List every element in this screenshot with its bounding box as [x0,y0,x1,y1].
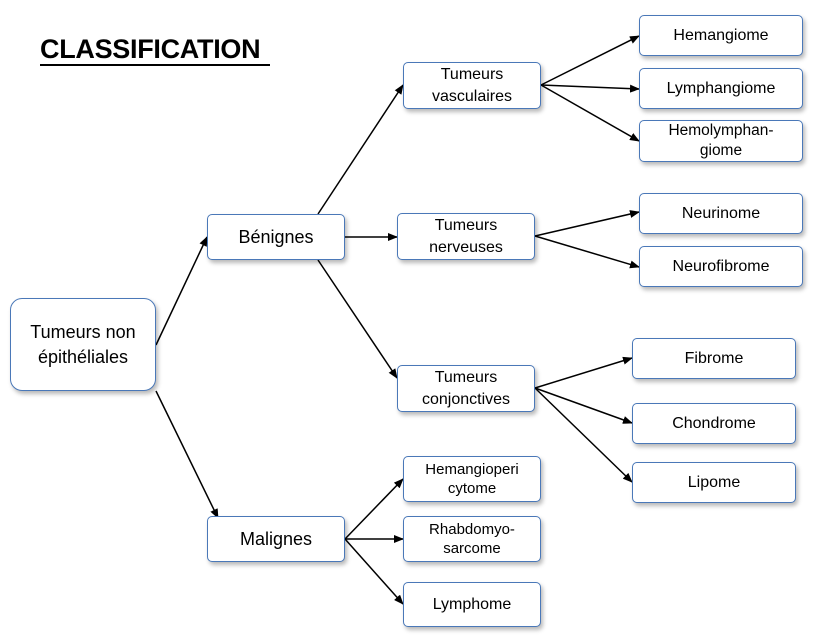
arrow-tumeurs-vasculaires-to-lymphangiome [540,84,640,93]
node-label: Lymphome [432,595,512,613]
node-fibrome: Fibrome [632,338,796,379]
node-label: Hemangioperi cytome [425,461,519,497]
arrow-root-to-benignes [155,236,208,346]
node-label: Rhabdomyo- sarcome [429,521,515,557]
arrow-tumeurs-nerveuses-to-neurinome [534,210,640,237]
node-label: Neurofibrome [672,257,770,275]
node-label: Lipome [687,473,741,491]
node-label: Bénignes [238,227,314,247]
node-label: Tumeurs vasculaires [431,65,513,105]
node-tumeurs-conjonctives: Tumeurs conjonctives [397,365,535,412]
node-label: Neurinome [681,204,761,222]
node-neurofibrome: Neurofibrome [639,246,803,287]
node-hemangiopericytome: Hemangioperi cytome [403,456,541,502]
node-lymphome: Lymphome [403,582,541,627]
arrow-tumeurs-nerveuses-to-neurofibrome [534,235,640,269]
node-label: Hemangiome [673,26,769,44]
page-title: CLASSIFICATION [40,34,271,66]
node-label: Tumeurs conjonctives [421,368,511,408]
arrow-tumeurs-conjonctives-to-fibrome [534,356,633,389]
node-chondrome: Chondrome [632,403,796,444]
arrow-malignes-to-hemangiopericytome [344,478,404,540]
node-hemolymphangiome: Hemolymphan- giome [639,120,803,162]
node-tumeurs-nerveuses: Tumeurs nerveuses [397,213,535,260]
node-label: Malignes [239,529,313,549]
node-label: Lymphangiome [666,79,776,97]
arrow-root-to-malignes [155,390,219,519]
node-label: Tumeurs nerveuses [429,216,503,256]
node-malignes: Malignes [207,516,345,562]
node-lipome: Lipome [632,462,796,503]
node-rhabdomyosarcome: Rhabdomyo- sarcome [403,516,541,562]
node-tumeurs-non-epitheliales: Tumeurs non épithéliales [10,298,156,391]
edge-group [155,35,640,605]
arrow-benignes-to-tumeurs-vasculaires [317,84,404,215]
arrow-tumeurs-vasculaires-to-hemangiome [540,35,640,86]
node-label: Fibrome [684,349,744,367]
node-lymphangiome: Lymphangiome [639,68,803,109]
arrow-tumeurs-conjonctives-to-chondrome [534,387,633,424]
node-tumeurs-vasculaires: Tumeurs vasculaires [403,62,541,109]
arrow-benignes-to-tumeurs-conjonctives [317,259,398,379]
node-neurinome: Neurinome [639,193,803,234]
node-benignes: Bénignes [207,214,345,260]
node-label: Hemolymphan- giome [668,122,774,159]
arrow-tumeurs-conjonctives-to-lipome [534,387,633,483]
arrow-tumeurs-vasculaires-to-hemolymphangiome [540,84,640,142]
node-label: Tumeurs non épithéliales [30,321,136,367]
arrow-malignes-to-lymphome [344,538,404,605]
node-label: Chondrome [672,414,756,432]
node-hemangiome: Hemangiome [639,15,803,56]
